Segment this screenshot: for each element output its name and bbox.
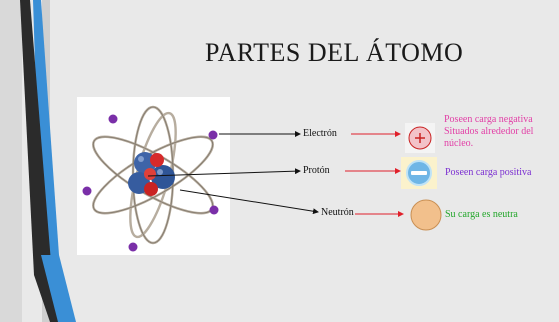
- proton-description: Poseen carga positiva: [445, 167, 531, 179]
- circle-plus-icon: [405, 123, 435, 158]
- electron-desc-line: núcleo.: [444, 138, 474, 149]
- neutron-description: Su carga es neutra: [445, 209, 518, 221]
- electron-desc-line: Situados alrededor del: [444, 126, 534, 137]
- neutral-circle-icon: [410, 199, 442, 236]
- circle-minus-icon: [401, 157, 437, 194]
- proton-label: Protón: [303, 165, 330, 176]
- electron-label: Electrón: [303, 128, 337, 139]
- electron-description: Poseen carga negativa Situados alrededor…: [444, 114, 533, 150]
- electron-desc-line: Poseen carga negativa: [444, 114, 533, 125]
- neutron-label: Neutrón: [321, 207, 354, 218]
- proton-desc-line: Poseen carga positiva: [445, 167, 532, 178]
- neutron-desc-line: Su carga es neutra: [445, 209, 518, 220]
- slide-title: PARTES DEL ÁTOMO: [205, 38, 464, 67]
- decorative-stripes: [0, 0, 76, 322]
